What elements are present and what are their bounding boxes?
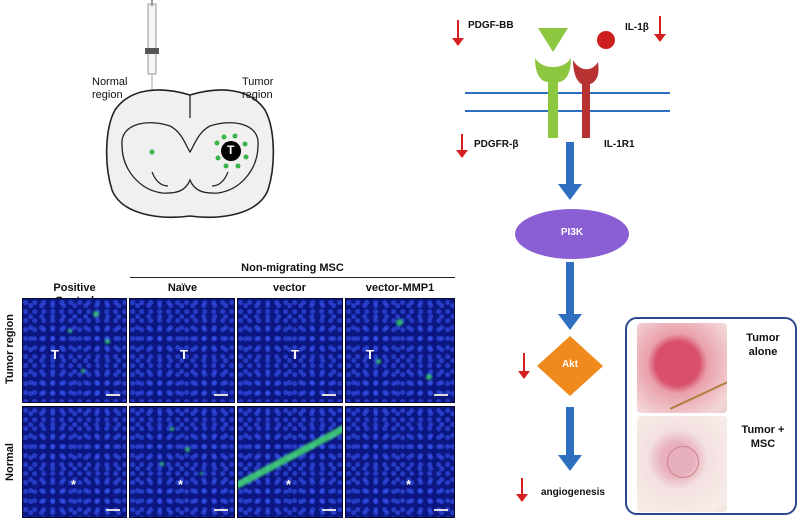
group-header-rule — [130, 277, 455, 278]
pathway-arrows — [558, 142, 582, 471]
pdgfr-beta-receptor — [535, 58, 571, 138]
tumor-msc-label: Tumor + MSC — [741, 424, 785, 450]
pi3k-node — [515, 209, 629, 259]
tumor-alone-label: Tumor alone — [746, 332, 780, 358]
micrograph-tumor-vector: T — [237, 298, 343, 403]
angiogenesis-label: angiogenesis — [541, 487, 605, 498]
tumor-marker: T — [291, 347, 299, 362]
micrograph-tumor-naive: T — [129, 298, 235, 403]
brain-outline — [105, 89, 275, 219]
pdgf-bb-ligand — [538, 28, 568, 52]
micrograph-normal-vector-mmp1: * — [345, 406, 455, 518]
normal-marker: * — [71, 477, 77, 492]
msc-cells — [149, 133, 249, 169]
group-header: Non-migrating MSC — [241, 262, 344, 274]
column-header-vector-mmp1: vector-MMP1 — [365, 282, 435, 294]
down-arrow-icons — [452, 16, 666, 502]
photo-tumor-alone — [637, 323, 727, 413]
il-1b-label: IL-1β — [625, 22, 649, 33]
pdgfr-beta-label: PDGFR-β — [474, 139, 519, 150]
micrograph-normal-vector: * — [237, 406, 343, 518]
photo-frame — [625, 317, 797, 515]
micrograph-normal-naive: * — [129, 406, 235, 518]
tumor-marker: T — [51, 347, 59, 362]
normal-marker: * — [406, 477, 412, 492]
il-1r1-receptor — [573, 60, 599, 138]
photo-tumor-msc — [637, 416, 727, 512]
akt-node — [537, 336, 603, 396]
il-1r1-label: IL-1R1 — [604, 139, 635, 150]
normal-region-label: Normal region — [92, 76, 128, 101]
tumor-marker: T — [227, 143, 235, 157]
pathway-graphics — [452, 16, 670, 502]
pdgf-bb-label: PDGF-BB — [468, 20, 514, 31]
column-header-vector: vector — [272, 282, 307, 294]
micrograph-normal-positive-control: * — [22, 406, 127, 518]
normal-marker: * — [286, 477, 292, 492]
akt-label: Akt — [561, 359, 579, 370]
tumor-marker: T — [180, 347, 188, 362]
pi3k-label: PI3K — [560, 227, 584, 238]
row-label-tumor-region: Tumor region — [4, 313, 16, 385]
il-1b-ligand — [597, 31, 615, 49]
column-header-naive: Naïve — [167, 282, 198, 294]
normal-marker: * — [178, 477, 184, 492]
brain-schematic — [105, 0, 275, 219]
tumor-mass — [221, 141, 241, 161]
row-label-normal: Normal — [4, 443, 16, 481]
tumor-region-label: Tumor region — [242, 76, 274, 101]
tumor-marker: T — [366, 347, 374, 362]
micrograph-tumor-vector-mmp1: T — [345, 298, 455, 403]
micrograph-tumor-positive-control: T — [22, 298, 127, 403]
